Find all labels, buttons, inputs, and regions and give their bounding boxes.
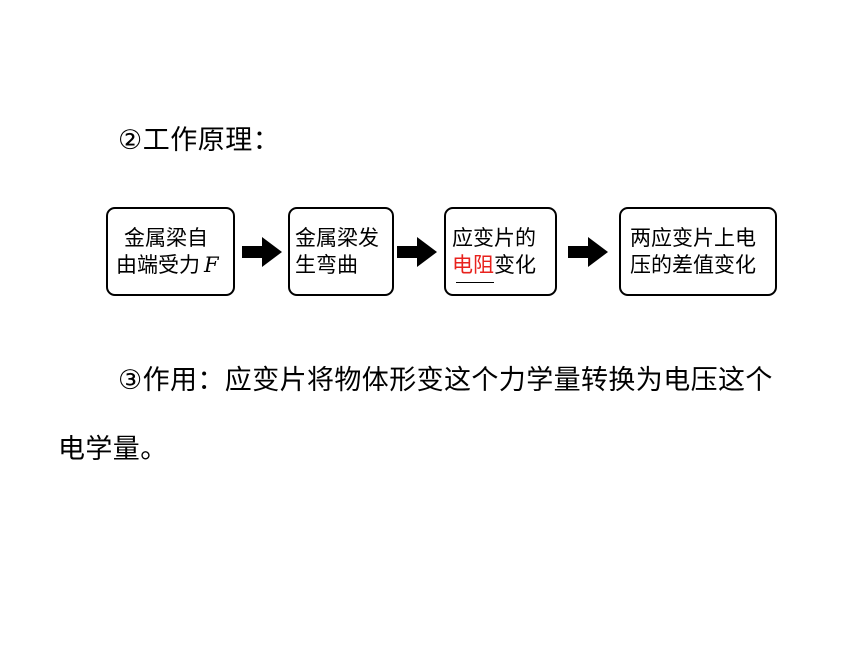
flow-step-3: 应变片的 电阻变化 [444,207,557,296]
flow-step-4-line-1: 两应变片上电 [630,225,756,250]
paragraph-line-1: ③作用：应变片将物体形变这个力学量转换为电压这个 [118,365,773,396]
flow-step-3-line-2: 电阻变化 [452,252,555,283]
flow-step-3-text: 变化 [494,252,536,277]
highlighted-term: 电阻 [452,252,494,277]
flow-step-2-line-2: 生弯曲 [295,252,358,277]
fill-in-blank: 电阻 [452,252,494,283]
flow-step-4-line-2: 压的差值变化 [630,252,756,277]
force-variable: F [204,252,219,277]
paragraph-line-2: 电学量。 [58,434,168,465]
right-arrow-icon [568,237,608,267]
right-arrow-icon [242,237,282,267]
right-arrow-icon [397,237,437,267]
flow-step-2-line-1: 金属梁发 [295,225,379,250]
section-heading: ②工作原理： [118,125,281,156]
flow-step-4: 两应变片上电 压的差值变化 [619,207,777,296]
flow-step-1-text: 由端受力 [116,252,200,277]
flow-step-1-line-1: 金属梁自 [124,225,208,250]
flow-step-3-line-1: 应变片的 [452,225,536,250]
flow-step-2: 金属梁发 生弯曲 [288,207,394,296]
